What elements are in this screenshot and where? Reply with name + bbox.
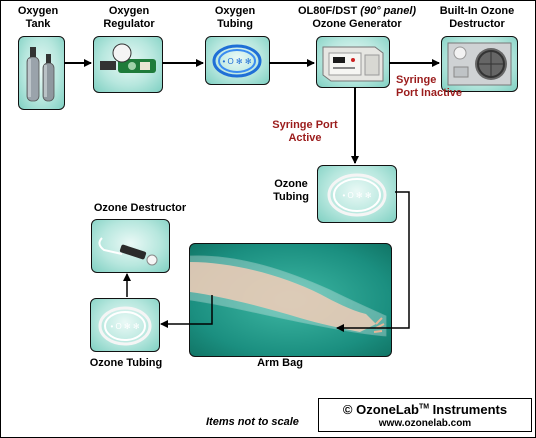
brand-url: www.ozonelab.com	[378, 418, 472, 429]
brand-title: © OzoneLabTM Instruments	[342, 402, 508, 417]
arrow-right-tubing-to-arm-bag	[336, 191, 410, 332]
oxygen-regulator-image	[93, 36, 163, 93]
scale-note: Items not to scale	[206, 416, 299, 428]
generator-name: Ozone Generator	[312, 18, 402, 30]
label-syringe-inactive: Syringe Port Inactive	[396, 74, 463, 99]
ozone-tubing-bottom-image: • O ✻ ✻	[90, 298, 160, 352]
label-oxygen-tubing: Oxygen Tubing	[214, 5, 256, 30]
oxygen-tank-image	[18, 36, 65, 110]
label-arm-bag: Arm Bag	[257, 357, 303, 369]
label-builtin-destructor: Built-In Ozone Destructor	[439, 5, 515, 30]
builtin-destructor-image	[441, 36, 518, 92]
ozone-generator-image	[316, 36, 390, 88]
svg-text:• O ✻ ✻: • O ✻ ✻	[110, 322, 139, 331]
oxygen-tubing-image: • O ✻ ✻	[205, 36, 270, 85]
label-ozone-tubing-right: Ozone Tubing	[273, 178, 309, 203]
ozone-tubing-right-image: • O ✻ ✻	[317, 165, 397, 223]
label-syringe-active: Syringe Port Active	[272, 119, 338, 144]
label-oxygen-tank: Oxygen Tank	[17, 5, 59, 30]
generator-panel: (90° panel)	[360, 5, 417, 17]
svg-text:• O ✻ ✻: • O ✻ ✻	[222, 57, 251, 66]
label-ozone-destructor: Ozone Destructor	[93, 202, 187, 214]
label-ozone-tubing-bottom: Ozone Tubing	[89, 357, 163, 369]
label-ozone-generator: OL80F/DST (90° panel) Ozone Generator	[297, 5, 417, 31]
arm-bag-image	[189, 243, 392, 357]
generator-model: OL80F/DST	[297, 5, 358, 17]
arrow-arm-bag-to-bottom-tubing	[160, 295, 213, 328]
brand-box: © OzoneLabTM Instruments www.ozonelab.co…	[318, 398, 532, 432]
svg-text:• O ✻ ✻: • O ✻ ✻	[342, 191, 371, 200]
label-oxygen-regulator: Oxygen Regulator	[103, 5, 155, 30]
ozone-destructor-image	[91, 219, 170, 273]
